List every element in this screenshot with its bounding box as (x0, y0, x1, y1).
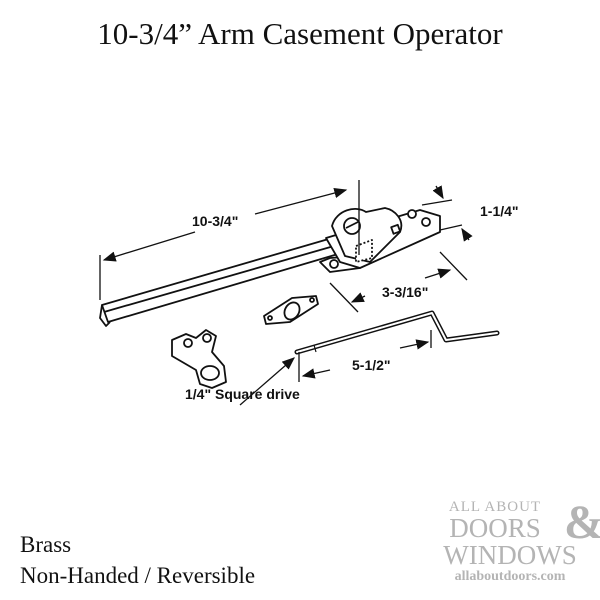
logo-line2: DOORS& (449, 499, 600, 547)
square-drive-label: 1/4" Square drive (185, 386, 300, 402)
watermark-logo: ALL ABOUT DOORS& WINDOWS allaboutdoors.c… (420, 499, 600, 584)
crank-length-label: 5-1/2" (352, 357, 391, 373)
logo-url: allaboutdoors.com (454, 569, 566, 584)
mounting-bracket (171, 329, 227, 389)
product-title: 10-3/4” Arm Casement Operator (97, 16, 503, 51)
body-length-label: 3-3/16" (382, 284, 428, 300)
arm-length-label: 10-3/4" (192, 213, 238, 229)
logo-line1: ALL ABOUT (448, 499, 542, 515)
handing-text: Non-Handed / Reversible (20, 563, 256, 588)
crank-handle (294, 310, 500, 355)
body-width-label: 1-1/4" (480, 203, 519, 219)
dimension-lines (99, 180, 473, 406)
gasket-plate (263, 295, 319, 325)
material-text: Brass (20, 532, 72, 557)
operator-body (319, 207, 441, 273)
logo-line3: WINDOWS (443, 540, 577, 570)
